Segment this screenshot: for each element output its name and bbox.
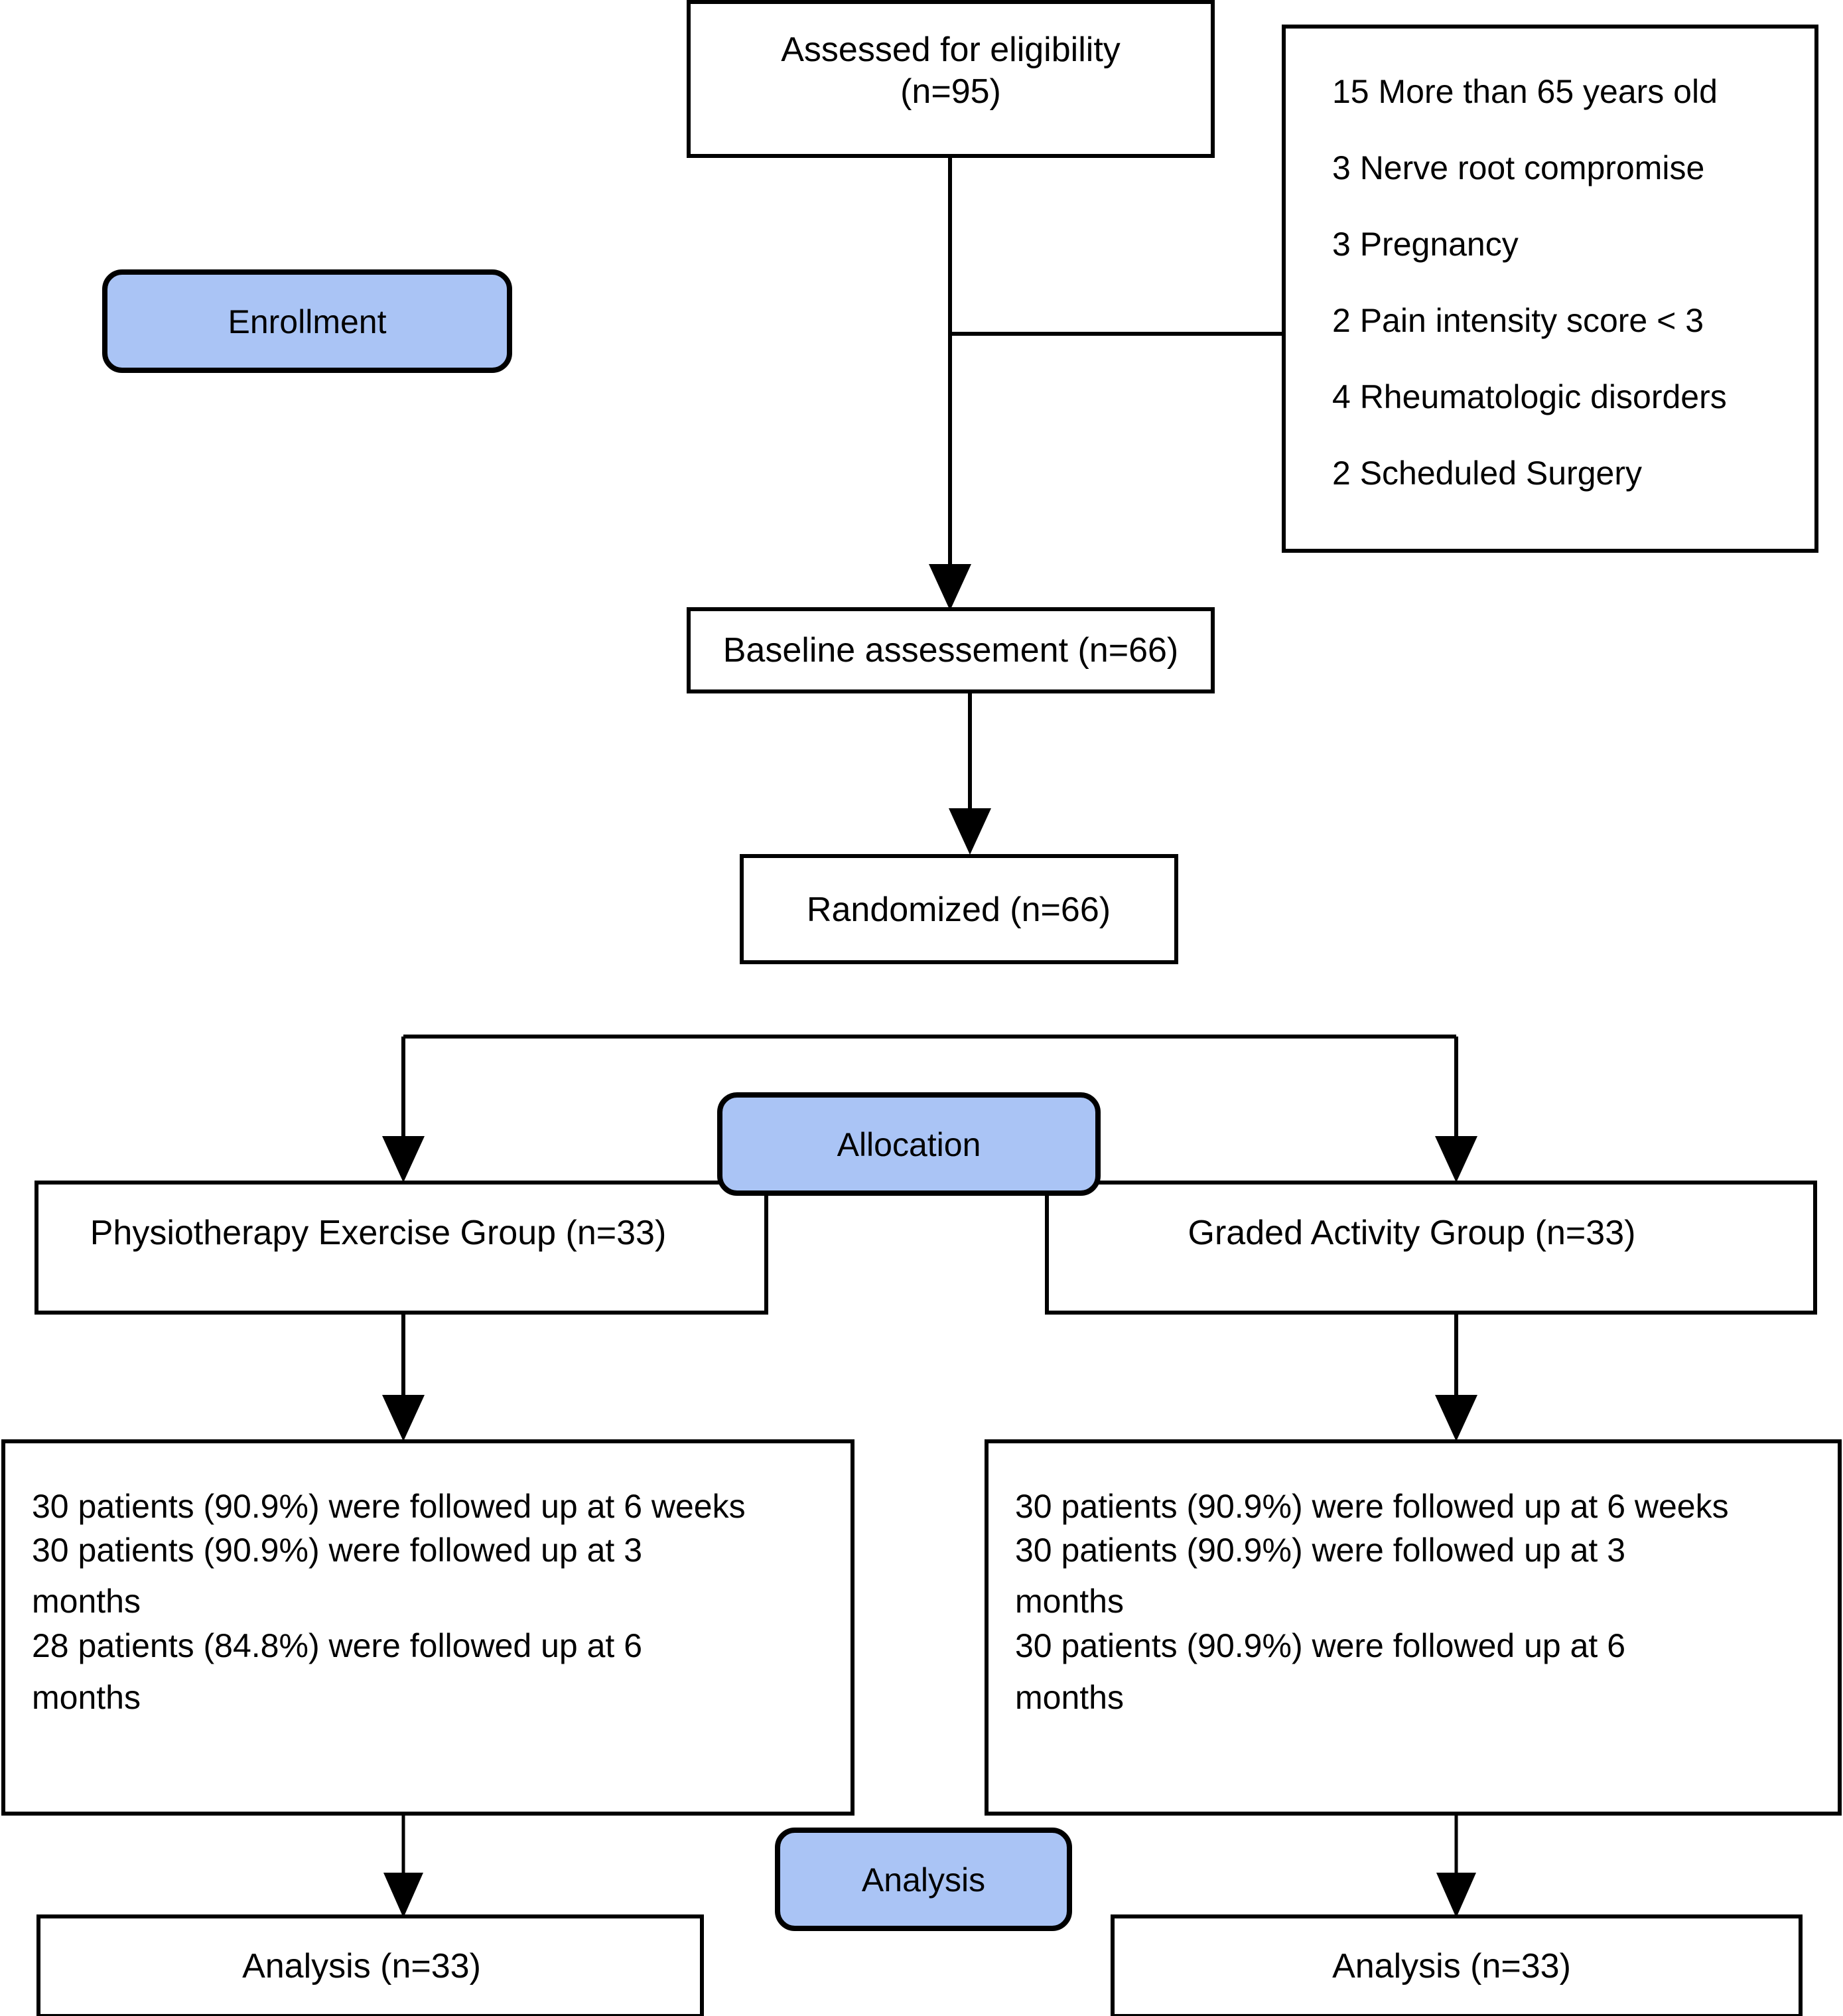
arrow-head-icon [929,564,971,611]
node-exclusion-reasons[interactable]: 15 More than 65 years old 3 Nerve root c… [1282,25,1818,553]
node-randomized[interactable]: Randomized (n=66) [740,854,1178,964]
analysis-left-label: Analysis (n=33) [242,1947,481,1985]
stage-label-enrollment[interactable]: Enrollment [102,269,512,373]
node-assessed-for-eligibility[interactable]: Assessed for eligibility (n=95) [687,0,1215,158]
node-analysis-right[interactable]: Analysis (n=33) [1111,1914,1803,2016]
node-followup-right[interactable]: 30 patients (90.9%) were followed up at … [985,1439,1842,1816]
stage-analysis-label: Analysis [862,1861,985,1899]
arrow-head-icon [949,808,991,855]
exclusion-item-2: 3 Pregnancy [1332,226,1519,263]
node-analysis-left[interactable]: Analysis (n=33) [36,1914,704,2016]
arrow-head-icon [1435,1136,1477,1183]
followup-right-line-1: 30 patients (90.9%) were followed up at … [1015,1532,1625,1569]
node-followup-left[interactable]: 30 patients (90.9%) were followed up at … [1,1439,854,1816]
edge-right-followup-to-analysis [1436,1814,1476,1918]
analysis-right-label: Analysis (n=33) [1332,1947,1571,1985]
stage-label-analysis[interactable]: Analysis [775,1828,1072,1931]
arrow-head-icon [1435,1395,1477,1441]
followup-right-line-4: months [1015,1679,1124,1716]
node-graded-activity-group[interactable]: Graded Activity Group (n=33) [1045,1181,1817,1315]
followup-left-line-2: months [32,1583,141,1620]
stage-allocation-label: Allocation [837,1126,981,1163]
assessed-line-1: Assessed for eligibility [781,31,1121,69]
followup-right-line-3: 30 patients (90.9%) were followed up at … [1015,1627,1625,1664]
group-left-label: Physiotherapy Exercise Group (n=33) [90,1214,667,1252]
arrow-head-icon [383,1873,423,1918]
followup-left-line-1: 30 patients (90.9%) were followed up at … [32,1532,642,1569]
edge-assessed-to-baseline [929,156,971,611]
node-physiotherapy-exercise-group[interactable]: Physiotherapy Exercise Group (n=33) [34,1181,768,1315]
followup-left-line-3: 28 patients (84.8%) were followed up at … [32,1627,642,1664]
exclusion-item-0: 15 More than 65 years old [1332,73,1718,110]
followup-left-line-4: months [32,1679,141,1716]
edge-left-followup-to-analysis [383,1814,423,1918]
exclusion-item-1: 3 Nerve root compromise [1332,149,1704,186]
arrow-head-icon [382,1395,425,1441]
node-baseline-assessment[interactable]: Baseline assessement (n=66) [687,607,1215,693]
baseline-label: Baseline assessement (n=66) [723,631,1179,670]
followup-right-line-2: months [1015,1583,1124,1620]
stage-enrollment-label: Enrollment [228,303,387,340]
edge-baseline-to-randomized [949,691,991,855]
randomized-label: Randomized (n=66) [807,891,1111,929]
assessed-line-2: (n=95) [900,72,1001,111]
exclusion-item-3: 2 Pain intensity score < 3 [1332,302,1704,339]
exclusion-item-4: 4 Rheumatologic disorders [1332,378,1727,415]
edge-right-group-to-followup [1435,1313,1477,1441]
stage-label-allocation[interactable]: Allocation [717,1092,1101,1196]
group-right-label: Graded Activity Group (n=33) [1188,1214,1636,1252]
followup-left-line-0: 30 patients (90.9%) were followed up at … [32,1488,746,1525]
followup-right-line-0: 30 patients (90.9%) were followed up at … [1015,1488,1729,1525]
exclusion-item-5: 2 Scheduled Surgery [1332,455,1642,492]
edge-randomized-split [382,1035,1477,1183]
edge-left-group-to-followup [382,1313,425,1441]
arrow-head-icon [382,1136,425,1183]
arrow-head-icon [1436,1873,1476,1918]
